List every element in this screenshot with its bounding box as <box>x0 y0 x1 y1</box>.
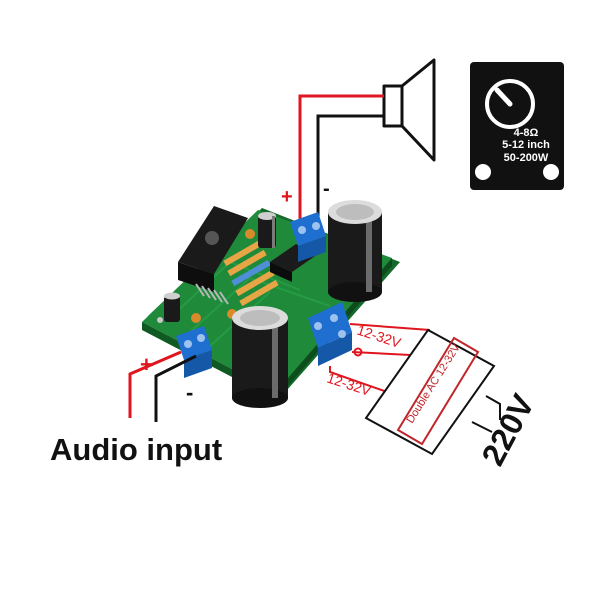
speaker-plus-sign: + <box>281 186 293 208</box>
speaker-size: 5-12 inch <box>502 139 550 151</box>
audio-input-minus-sign: - <box>186 380 193 405</box>
input-terminal-block[interactable] <box>176 326 212 378</box>
speaker-terminal-block[interactable] <box>290 212 326 262</box>
amplifier-ic-chip <box>178 206 248 305</box>
small-capacitor-left <box>164 292 180 322</box>
power-lower-wire-red <box>329 366 411 401</box>
resistor-bank <box>191 229 279 323</box>
speaker-minus-sign: - <box>323 178 330 200</box>
transformer: Double AC 12-32V <box>364 328 496 456</box>
speaker-positive-wire <box>298 94 384 222</box>
knob-icon <box>485 79 535 129</box>
audio-input-label: Audio input <box>50 432 222 467</box>
mains-wire-2 <box>471 421 493 433</box>
small-capacitor-top <box>258 212 276 248</box>
mount-hole-right-icon <box>543 164 559 180</box>
large-capacitor-front <box>232 306 288 408</box>
audio-input-positive-wire <box>128 350 182 418</box>
transformer-label-box <box>396 336 480 446</box>
speaker-icon <box>382 58 436 162</box>
mains-voltage-label: 220V <box>474 388 541 471</box>
audio-input-plus-sign: + <box>140 352 153 377</box>
speaker-power: 50-200W <box>504 152 549 164</box>
speaker-spec-badge: 4-8Ω 5-12 inch 50-200W <box>470 62 564 190</box>
speaker-negative-wire <box>316 114 384 222</box>
mount-hole-left-icon <box>475 164 491 180</box>
audio-input-negative-wire <box>154 354 197 422</box>
power-upper-wire-red <box>349 323 431 331</box>
large-capacitor-back <box>328 200 382 302</box>
mains-wire-1 <box>485 395 501 420</box>
lower-voltage-label: 12-32V <box>325 370 374 399</box>
power-terminal-block[interactable] <box>308 302 352 366</box>
speaker-impedance: 4-8Ω <box>514 127 539 139</box>
